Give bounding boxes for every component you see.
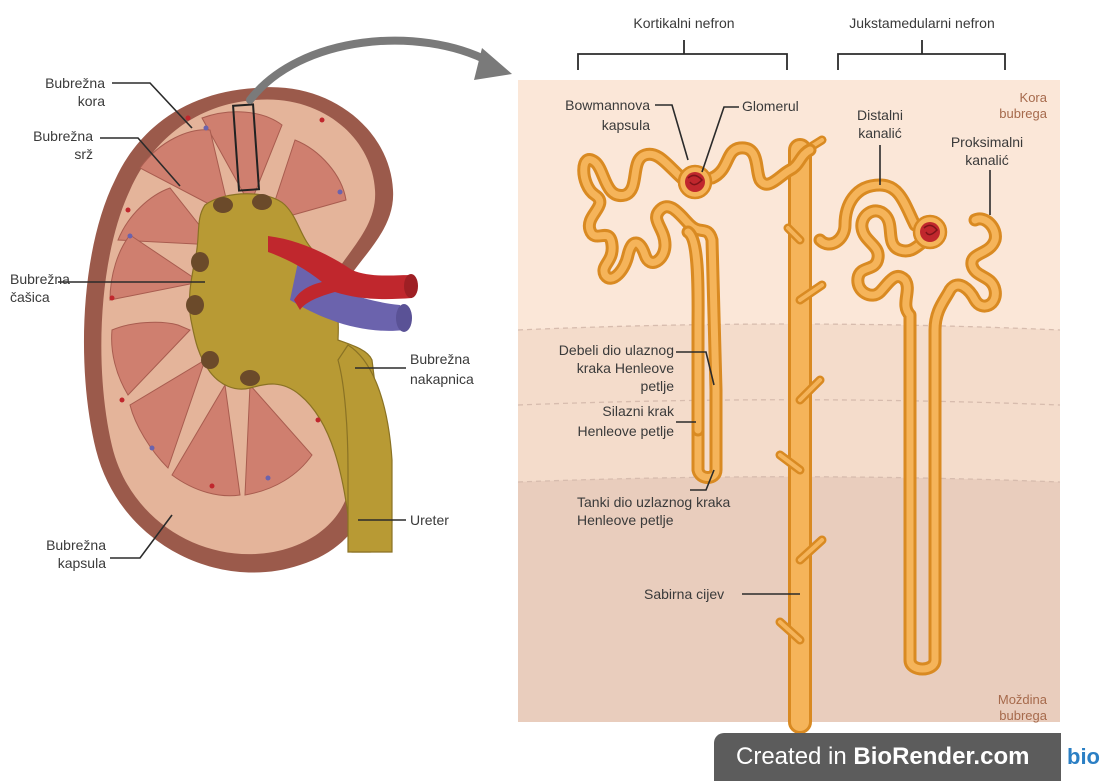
biorender-logo-icon: bio bbox=[1061, 733, 1111, 781]
label-thin-ascending-1: Tanki dio uzlaznog kraka bbox=[577, 494, 731, 510]
credit-brand: BioRender.com bbox=[853, 743, 1029, 770]
label-renal-cortex-2: kora bbox=[78, 93, 105, 109]
label-cortex-zone-1: Kora bbox=[1020, 90, 1048, 105]
renal-artery-end bbox=[404, 274, 418, 298]
label-renal-calyx-1: Bubrežna bbox=[10, 271, 70, 287]
label-thick-ascending-3: petlje bbox=[641, 378, 675, 394]
label-thin-ascending-2: Henleove petlje bbox=[577, 512, 674, 528]
kidney-illustration bbox=[84, 87, 418, 572]
label-renal-calyx-2: čašica bbox=[10, 289, 50, 305]
label-distal-tubule-1: Distalni bbox=[857, 107, 903, 123]
label-collecting-duct: Sabirna cijev bbox=[644, 586, 724, 602]
label-renal-cortex-1: Bubrežna bbox=[45, 75, 105, 91]
label-renal-medulla-1: Bubrežna bbox=[33, 128, 93, 144]
label-renal-medulla-2: srž bbox=[74, 146, 93, 162]
biorender-badge[interactable]: Created in BioRender.com bio bbox=[714, 733, 1111, 781]
label-thick-ascending-2: kraka Henleove bbox=[577, 360, 674, 376]
label-medulla-zone-1: Moždina bbox=[998, 692, 1048, 707]
label-proximal-tubule-2: kanalić bbox=[965, 152, 1009, 168]
label-cortical-nephron: Kortikalni nefron bbox=[633, 15, 734, 31]
label-distal-tubule-2: kanalić bbox=[858, 125, 902, 141]
label-bowman-capsule-1: Bowmannova bbox=[565, 97, 650, 113]
label-cortex-zone-2: bubrega bbox=[999, 106, 1047, 121]
label-glomerulus: Glomerul bbox=[742, 98, 799, 114]
label-descending-limb-2: Henleove petlje bbox=[577, 423, 674, 439]
label-renal-capsule-2: kapsula bbox=[58, 555, 106, 571]
biorender-credit: Created in BioRender.com bbox=[736, 743, 1029, 771]
cortical-nephron-bracket bbox=[578, 40, 787, 70]
label-descending-limb-1: Silazni krak bbox=[602, 403, 675, 419]
label-renal-capsule-1: Bubrežna bbox=[46, 537, 106, 553]
credit-prefix: Created in bbox=[736, 743, 853, 770]
label-juxtamedullary-nephron: Jukstamedularni nefron bbox=[849, 15, 995, 31]
label-medulla-zone-2: bubrega bbox=[999, 708, 1047, 723]
renal-vein-end bbox=[396, 304, 412, 332]
label-ureter: Ureter bbox=[410, 512, 449, 528]
juxtamedullary-nephron-bracket bbox=[838, 40, 1005, 70]
label-renal-pelvis-1: Bubrežna bbox=[410, 351, 470, 367]
label-thick-ascending-1: Debeli dio ulaznog bbox=[559, 342, 674, 358]
label-renal-pelvis-2: nakapnica bbox=[410, 371, 474, 387]
label-proximal-tubule-1: Proksimalni bbox=[951, 134, 1023, 150]
label-bowman-capsule-2: kapsula bbox=[602, 117, 650, 133]
